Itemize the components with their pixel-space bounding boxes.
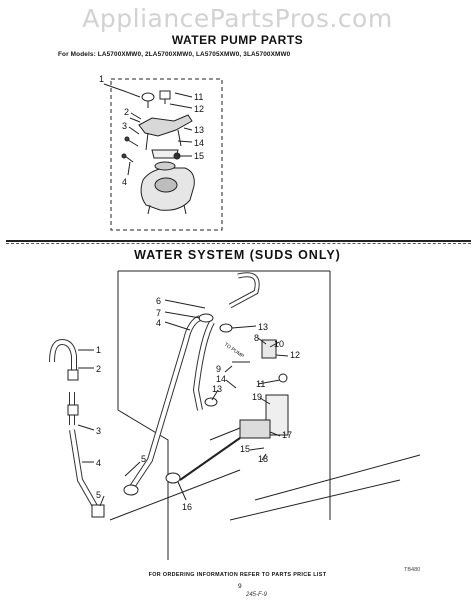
callout-16: 16 (182, 502, 192, 512)
callout-17: 17 (282, 430, 292, 440)
diagram-code: TB480 (404, 567, 421, 573)
callout-2: 2 (96, 364, 101, 374)
callout-4-lower: 4 (96, 458, 101, 468)
callout-top-2: 2 (124, 107, 129, 117)
callout-top-15: 15 (194, 151, 204, 161)
callout-3: 3 (96, 426, 101, 436)
callout-9: 9 (216, 364, 221, 374)
callout-11: 11 (256, 379, 265, 389)
section-divider (6, 240, 471, 242)
page-number: 9 (238, 583, 242, 590)
callout-top-14: 14 (194, 138, 204, 148)
callout-top-3: 3 (122, 121, 127, 131)
callout-13-lower: 13 (212, 384, 222, 394)
pump-legs (147, 204, 187, 215)
callout-top-1: 1 (99, 74, 104, 84)
hose-clamp (198, 313, 214, 323)
callout-15: 15 (240, 444, 250, 454)
section-divider-dashed (6, 243, 471, 244)
callout-top-4: 4 (122, 177, 127, 187)
solenoid (261, 339, 277, 359)
watermark: AppliancePartsPros.com (82, 4, 393, 33)
hose-upper-hook (228, 272, 260, 309)
section-title-water-system: WATER SYSTEM (SUDS ONLY) (134, 248, 341, 262)
document-reference: 245-F-9 (246, 592, 268, 598)
callout-top-11: 11 (194, 92, 203, 102)
pump-enclosure-outline (110, 78, 223, 231)
callout-18: 18 (258, 454, 268, 464)
callout-top-13: 13 (194, 125, 204, 135)
pump-bracket (138, 114, 193, 137)
callout-12: 12 (290, 350, 300, 360)
callout-5-right: 5 (141, 454, 146, 464)
pump-impeller (154, 177, 178, 193)
callout-14: 14 (216, 374, 226, 384)
callout-10: 10 (274, 339, 284, 349)
pump-callouts: 1 11 12 13 14 15 2 3 4 (99, 74, 204, 187)
water-system-callouts: 6 7 4 1 2 3 4 5 5 13 8 10 12 9 14 13 11 … (96, 296, 300, 512)
callout-5-left: 5 (96, 490, 101, 500)
callout-19: 19 (252, 392, 262, 402)
callout-6: 6 (156, 296, 161, 306)
ordering-info: FOR ORDERING INFORMATION REFER TO PARTS … (148, 572, 327, 578)
callout-8: 8 (254, 333, 259, 343)
section-title-water-pump-parts: WATER PUMP PARTS (171, 33, 304, 47)
callout-4-upper: 4 (156, 318, 161, 328)
cabinet-left-edge (117, 271, 169, 560)
callout-1: 1 (96, 345, 101, 355)
callout-7: 7 (156, 308, 161, 318)
callout-13-upper: 13 (258, 322, 268, 332)
callout-top-12: 12 (194, 104, 204, 114)
water-valve (239, 419, 271, 439)
model-numbers: For Models: LA5700XMW0, 2LA5700XMW0, LA5… (58, 51, 291, 58)
to-pump-label: TO PUMP (223, 342, 246, 360)
